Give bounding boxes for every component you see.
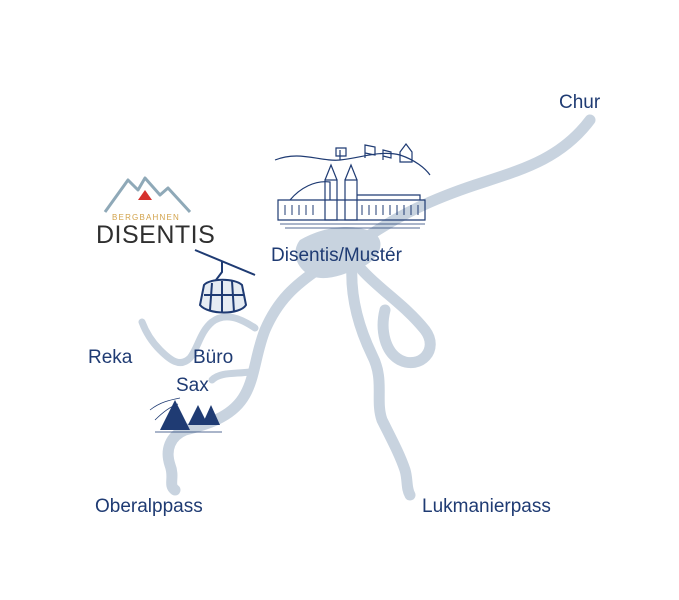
label-lukmanierpass: Lukmanierpass (422, 496, 551, 517)
logo-mountain (103, 176, 192, 214)
route-side-loop (356, 264, 436, 369)
swiss-cross-icon (138, 190, 152, 200)
tipi-camp-icon (149, 397, 222, 433)
label-reka: Reka (88, 347, 133, 368)
logo-title: DISENTIS (96, 221, 216, 249)
route-disentis-oberalp (162, 262, 326, 496)
label-sax: Sax (176, 375, 209, 396)
cable-car-icon (194, 249, 256, 314)
logo-subtitle: BERGBAHNEN (112, 213, 181, 222)
route-sax-branch (208, 368, 254, 384)
monastery-icon (274, 143, 431, 229)
disentis-lake (295, 226, 381, 279)
label-chur: Chur (559, 92, 601, 113)
label-oberalppass: Oberalppass (95, 496, 203, 517)
route-reka-branch (138, 313, 259, 366)
route-lukmanier (346, 259, 416, 501)
label-buero: Büro (193, 347, 234, 368)
label-disentis-muster: Disentis/Mustér (271, 245, 402, 266)
